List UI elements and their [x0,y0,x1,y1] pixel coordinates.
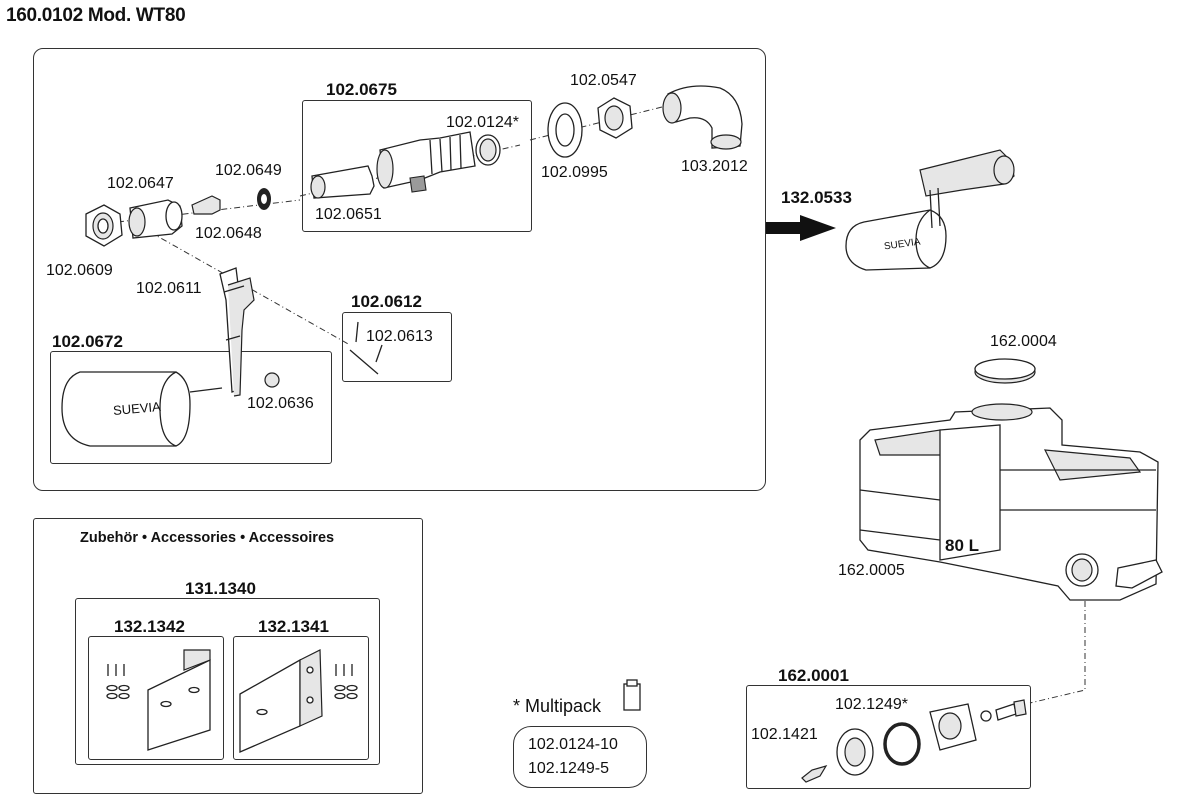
drain-parts-162-0001 [801,699,1027,783]
label-132-1341: 132.1341 [258,617,329,636]
bracket-set-box [75,598,380,765]
valve-body [376,131,476,193]
label-162-0005: 162.0005 [838,562,905,579]
nozzle-102-0648 [191,195,221,215]
label-102-0612: 102.0612 [351,292,422,311]
elbow-103-2012 [662,85,743,150]
label-102-0613: 102.0613 [366,328,433,345]
multipack-item-2: 102.1249-5 [528,760,609,777]
valve-body-group-box [302,100,532,232]
label-102-0547: 102.0547 [570,72,637,89]
union-102-0647 [128,199,183,239]
valve-assembly-panel [33,48,766,491]
label-102-0672: 102.0672 [52,332,123,351]
bracket-132-1341 [239,649,323,753]
label-131-1340: 131.1340 [185,579,256,598]
assembled-valve-132-0533 [845,149,1015,271]
bracket-right-box [233,636,369,760]
label-132-0533: 132.0533 [781,188,852,207]
multipack-label: * Multipack [513,696,602,716]
piston-102-0651 [310,165,375,199]
multipack-item-1: 102.0124-10 [528,736,618,753]
page-title: 160.0102 Mod. WT80 [6,5,186,26]
multipack-icon [623,679,641,711]
screws-right [334,664,358,700]
label-162-0004: 162.0004 [990,333,1057,350]
label-102-0636: 102.0636 [247,395,314,412]
float-group-box [50,351,332,464]
accessories-panel [33,518,423,794]
label-102-0124: 102.0124* [446,114,519,131]
label-132-1342: 132.1342 [114,617,185,636]
label-102-1421: 102.1421 [751,726,818,743]
label-103-2012: 103.2012 [681,158,748,175]
label-102-0647: 102.0647 [107,175,174,192]
lid-162-0004 [974,358,1036,384]
label-102-0649: 102.0649 [215,162,282,179]
label-102-0675: 102.0675 [326,80,397,99]
pin-group-box [342,312,452,382]
label-162-0001: 162.0001 [778,666,849,685]
label-102-0648: 102.0648 [195,225,262,242]
arrow [766,215,836,241]
screws-left [106,664,130,700]
label-102-1249: 102.1249* [835,696,908,713]
nut-102-0547 [597,97,633,139]
tank-volume: 80 L [945,536,980,555]
filter-102-0124 [475,134,501,166]
pins-102-0612 [349,321,383,375]
gasket-102-0995 [547,102,583,158]
washer-102-0649 [257,188,271,210]
accessories-heading: Zubehör • Accessories • Accessoires [80,530,335,546]
bracket-left-box [88,636,224,760]
label-102-0995: 102.0995 [541,164,608,181]
float-brand: SUEVIA [112,398,162,419]
hex-nut-102-0609 [85,204,123,247]
label-102-0609: 102.0609 [46,262,113,279]
label-102-0651: 102.0651 [315,206,382,223]
float-102-0672 [61,371,223,447]
drain-group-box [746,685,1031,789]
multipack-box [513,726,647,788]
cap-102-0636 [264,372,280,388]
lever-102-0611 [219,267,255,397]
bracket-132-1342 [147,649,211,751]
label-102-0611: 102.0611 [136,280,202,297]
trough-162-0005 [859,403,1163,601]
